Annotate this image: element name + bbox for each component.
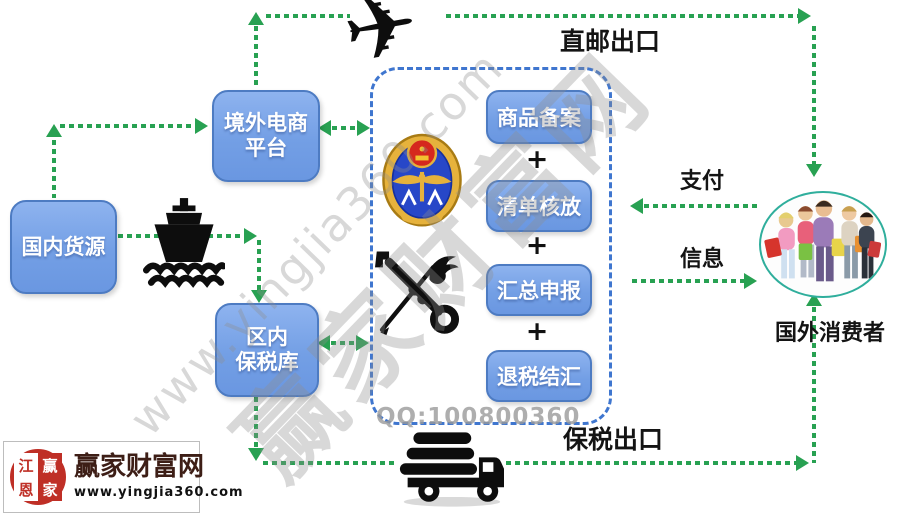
step-product-filing: 商品备案: [486, 90, 592, 144]
logo-url-text: www.yingjia360.com: [74, 485, 244, 501]
airplane-icon: ✈: [335, 0, 427, 85]
node-overseas-platform-line1: 境外电商: [224, 111, 308, 136]
flow-line-platform-container: [332, 126, 358, 130]
step-summary-declare: 汇总申报: [486, 264, 592, 316]
arrowhead-into-warehouse: [251, 290, 267, 303]
plus-separator-2: +: [525, 230, 549, 261]
consumers-photo: [759, 191, 887, 298]
site-logo: 江 赢 恩 家 赢家财富网 www.yingjia360.com: [3, 441, 243, 513]
arrowhead-container-to-warehouse: [317, 335, 330, 351]
flow-line-supply-to-platform: [60, 124, 194, 128]
node-bonded-warehouse: 区内 保税库: [215, 303, 319, 397]
flow-line-payment: [644, 204, 758, 208]
plus-separator-1: +: [525, 144, 549, 175]
seal-char: 恩: [14, 477, 38, 501]
flow-line-top-left: [266, 14, 350, 18]
flow-line-bottom-left: [263, 461, 396, 465]
seal-char: 赢: [38, 453, 62, 477]
arrowhead-information: [744, 273, 757, 289]
label-information: 信息: [679, 247, 724, 272]
truck-icon: [398, 430, 505, 512]
arrowhead-payment: [630, 198, 643, 214]
arrowhead-into-consumers: [806, 164, 822, 177]
node-domestic-supply-label: 国内货源: [21, 234, 106, 259]
node-domestic-supply: 国内货源: [10, 200, 117, 294]
flow-line-warehouse-down: [254, 397, 258, 449]
flow-line-top-right: [446, 14, 798, 18]
arrowhead-platform-up: [248, 12, 264, 25]
label-direct-mail-export: 直邮出口: [560, 27, 661, 56]
arrowhead-ship-right: [244, 228, 257, 244]
flow-line-supply-up: [52, 140, 56, 198]
arrowhead-bottom-corner: [796, 455, 809, 471]
flow-line-bottom-right: [506, 461, 796, 465]
flow-line-warehouse-container: [331, 341, 356, 345]
customs-process-container: [370, 67, 612, 425]
step-tax-refund: 退税结汇: [486, 350, 592, 402]
customs-key-icon: [375, 246, 463, 342]
node-overseas-platform: 境外电商 平台: [212, 90, 320, 182]
customs-emblem-icon: [381, 129, 463, 232]
label-foreign-consumers: 国外消费者: [774, 321, 885, 346]
seal-char: 家: [38, 477, 62, 501]
watermark-qq: QQ:100800360: [376, 404, 581, 430]
node-bonded-warehouse-line2: 保税库: [235, 350, 299, 374]
arrowhead-to-platform: [195, 118, 208, 134]
step-label: 汇总申报: [497, 279, 581, 303]
arrowhead-top-corner: [798, 8, 811, 24]
flow-line-ship-down: [257, 240, 261, 296]
label-payment: 支付: [679, 169, 724, 194]
plus-separator-3: +: [525, 316, 549, 347]
arrowhead-warehouse-bottom: [248, 448, 264, 461]
ship-icon: [143, 198, 227, 294]
arrowhead-supply-up: [46, 124, 62, 137]
flow-line-right-up: [812, 307, 816, 463]
node-overseas-platform-line2: 平台: [245, 136, 287, 160]
label-bonded-export: 保税出口: [563, 425, 664, 454]
flow-line-right-down: [812, 26, 816, 164]
step-list-release: 清单核放: [486, 180, 592, 232]
seal-char: 江: [14, 453, 38, 477]
node-bonded-warehouse-line1: 区内: [246, 325, 288, 350]
flow-line-information: [632, 279, 744, 283]
logo-brand-text: 赢家财富网: [74, 451, 205, 482]
step-label: 商品备案: [497, 106, 581, 130]
arrowhead-container-to-platform: [318, 120, 331, 136]
flow-line-platform-up: [254, 26, 258, 88]
arrowhead-warehouse-to-container: [356, 335, 369, 351]
arrowhead-platform-to-container: [357, 120, 370, 136]
step-label: 清单核放: [497, 195, 581, 219]
step-label: 退税结汇: [497, 365, 581, 389]
logo-seal-icon: 江 赢 恩 家: [10, 449, 66, 505]
